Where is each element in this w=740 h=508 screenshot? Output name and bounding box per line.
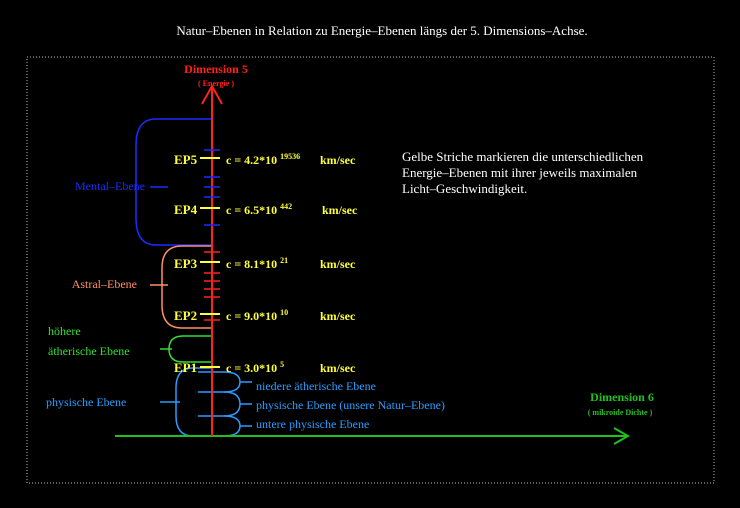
energy-c-value: c = 8.1*10 21 bbox=[226, 256, 288, 271]
astral-plane-label: Astral–Ebene bbox=[72, 277, 137, 291]
energy-c-value: c = 6.5*10 442 bbox=[226, 202, 292, 217]
energy-point-label: EP4 bbox=[174, 202, 198, 217]
energy-point-label: EP1 bbox=[174, 360, 197, 375]
aetheric-plane-label-1: höhere bbox=[48, 324, 81, 338]
subplane-label-3: untere physische Ebene bbox=[256, 417, 369, 431]
x-axis-arrow-icon bbox=[613, 427, 631, 445]
energy-point-ep5: EP5 c = 4.2*10 19536 km/sec bbox=[174, 152, 356, 167]
y-axis-label: Dimension 5 bbox=[184, 62, 248, 76]
energy-point-ep2: EP2 c = 9.0*10 10 km/sec bbox=[174, 308, 356, 323]
subplane-label-2: physische Ebene (unsere Natur–Ebene) bbox=[256, 398, 445, 412]
energy-point-label: EP2 bbox=[174, 308, 197, 323]
energy-c-value: c = 4.2*10 19536 bbox=[226, 152, 300, 167]
astral-brace bbox=[161, 245, 212, 329]
energy-point-ep4: EP4 c = 6.5*10 442 km/sec bbox=[174, 202, 358, 217]
aetheric-brace bbox=[168, 335, 212, 363]
physical-plane-label: physische Ebene bbox=[46, 395, 126, 409]
energy-unit: km/sec bbox=[320, 257, 356, 271]
y-axis-arrow-icon bbox=[201, 83, 223, 105]
note-line-2: Energie–Ebenen mit ihrer jeweils maximal… bbox=[402, 165, 638, 180]
energy-unit: km/sec bbox=[320, 309, 356, 323]
energy-unit: km/sec bbox=[320, 153, 356, 167]
note-line-3: Licht–Geschwindigkeit. bbox=[402, 181, 527, 196]
mental-plane-label: Mental–Ebene bbox=[75, 179, 145, 193]
energy-point-label: EP3 bbox=[174, 256, 198, 271]
physical-brace bbox=[175, 367, 212, 437]
energy-c-value: c = 9.0*10 10 bbox=[226, 308, 288, 323]
subplane-brace-3 bbox=[223, 415, 241, 437]
energy-unit: km/sec bbox=[322, 203, 358, 217]
note-line-1: Gelbe Striche markieren die unterschiedl… bbox=[402, 149, 644, 164]
mental-brace bbox=[135, 118, 212, 246]
y-axis-sublabel: ( Energie ) bbox=[198, 79, 234, 88]
aetheric-plane-label-2: ätherische Ebene bbox=[48, 344, 130, 358]
mental-energy-ticks bbox=[204, 149, 220, 226]
energy-point-ep3: EP3 c = 8.1*10 21 km/sec bbox=[174, 256, 356, 271]
x-axis-label: Dimension 6 bbox=[590, 390, 654, 404]
diagram-title: Natur–Ebenen in Relation zu Energie–Eben… bbox=[176, 23, 587, 38]
energy-point-ep1: EP1 c = 3.0*10 5 km/sec bbox=[174, 360, 356, 375]
energy-c-value: c = 3.0*10 5 bbox=[226, 360, 284, 375]
subplane-brace-2 bbox=[223, 391, 241, 417]
x-axis-sublabel: ( mikroide Dichte ) bbox=[588, 408, 653, 417]
subplane-brace-1 bbox=[223, 371, 241, 393]
subplane-label-1: niedere ätherische Ebene bbox=[256, 379, 376, 393]
energy-point-label: EP5 bbox=[174, 152, 198, 167]
astral-energy-ticks bbox=[204, 251, 220, 321]
frame bbox=[26, 56, 715, 484]
energy-unit: km/sec bbox=[320, 361, 356, 375]
